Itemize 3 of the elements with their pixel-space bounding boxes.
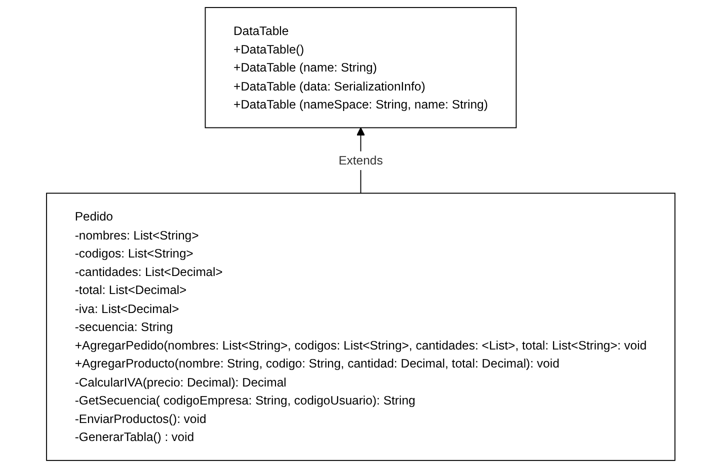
edge-label: Extends [338,153,383,168]
node-box: Pedido -nombres: List<String> -codigos: List<String> -cantidades: List<Decimal> -total: List<Decimal> -iva: List<Decimal> -secuencia: String +AgregarPedido(nombres: List<String>, codigos: List<String>, cantidades: <List>, total: List<String>: void +AgregarProducto(nombre: String, codigo: String, cantidad: Decimal, total: Decimal): void -CalcularIVA(precio: Decimal): Decimal -GetSecuencia( codigoEmpresa: String, codigoUsuario): String -EnviarProductos(): void -GenerarTabla() : void [46,192,676,461]
node-box: DataTable +DataTable() +DataTable (name: String) +DataTable (data: SerializationInfo) +DataTable (nameSpace: String, name: String) [204,7,516,128]
